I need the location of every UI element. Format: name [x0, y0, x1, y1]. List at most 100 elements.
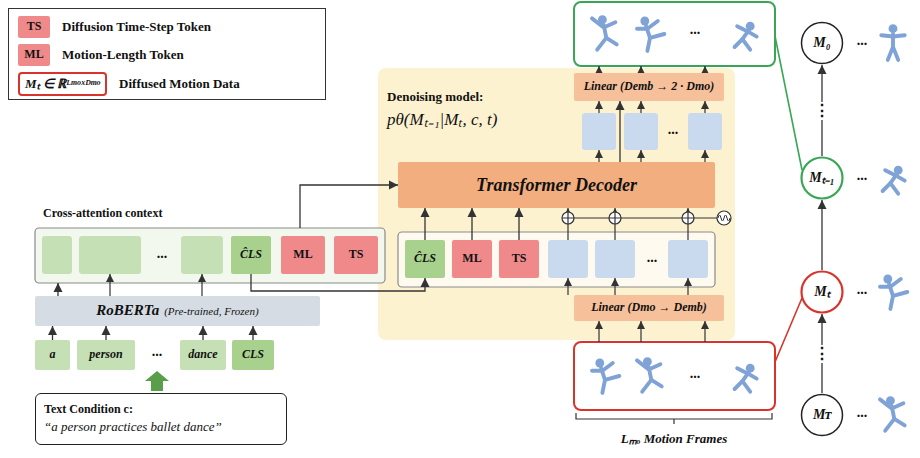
figure-limb	[647, 34, 664, 51]
legend-text: Diffusion Time-Step Token	[62, 20, 211, 35]
figure-limb	[592, 18, 615, 27]
region-background	[378, 68, 735, 340]
flow-arrow	[687, 278, 688, 295]
connector	[57, 283, 58, 296]
flow-arrow	[614, 278, 615, 295]
figure-limb	[602, 376, 619, 393]
ellipsis: ...	[157, 247, 168, 261]
word-token: person	[77, 340, 135, 370]
human-figure	[735, 364, 757, 392]
connector	[52, 326, 53, 340]
flow-arrow	[201, 274, 202, 296]
connector	[252, 326, 253, 340]
flow-arrow	[640, 321, 641, 342]
connector	[251, 274, 425, 291]
figure-head	[883, 275, 892, 284]
flow-arrow	[704, 101, 705, 113]
motion-state-circle: M₀	[800, 21, 844, 65]
ellipsis: ...	[857, 406, 868, 420]
node-subtitle: “a person practices ballet dance”	[44, 420, 222, 435]
human-figure	[883, 166, 905, 194]
node-title: a	[50, 348, 56, 362]
positional-encoding-line	[568, 217, 717, 218]
edge-label: ⋮	[811, 102, 833, 120]
figure-limb	[592, 363, 613, 371]
text-embedding-token	[79, 236, 141, 274]
embedding-token	[688, 113, 722, 150]
node-subtitle: (Pre-trained, Frozen)	[164, 305, 259, 318]
cls-token: ĈLS	[405, 240, 445, 278]
embedding-token	[668, 240, 708, 278]
figure-limb	[885, 419, 905, 431]
circle-shape	[802, 395, 843, 436]
ellipsis: ...	[668, 123, 679, 137]
add-symbol	[609, 212, 621, 224]
human-figure	[881, 24, 904, 60]
legend-row: Mₜ ∈ ℝᴸᵐᵒˣᴰᵐᵒDiffused Motion Data	[18, 72, 240, 96]
node-title: Cross-attention context	[43, 207, 162, 221]
figure-limb	[737, 26, 757, 36]
roberta-encoder: RoBERTa (Pre-trained, Frozen)	[35, 296, 320, 326]
text-condition: Text Condition c: “a person practices bal…	[35, 393, 287, 445]
node-title: Transformer Decoder	[476, 175, 637, 196]
figure-limb	[735, 381, 751, 391]
ellipsis: ...	[857, 169, 868, 183]
node-title: ML	[293, 248, 312, 262]
flow-arrow	[598, 321, 599, 342]
figure-head	[595, 359, 604, 368]
legend-swatch: Mₜ ∈ ℝᴸᵐᵒˣᴰᵐᵒ	[18, 72, 107, 96]
group-frame	[35, 228, 385, 283]
flow-arrow	[598, 66, 599, 73]
legend-row: MLMotion-Length Token	[18, 44, 184, 66]
text-embedding-token	[42, 236, 72, 274]
denoiser-region: Denoising model:pθ(Mₜ₋₁|Mₜ, c, t)Linear …	[378, 68, 735, 340]
node-title: Mₜ₋₁	[809, 170, 834, 186]
legend-box: TS Diffusion Time-Step TokenMLMotion-Leng…	[8, 8, 326, 100]
legend-text: Motion-Length Token	[62, 48, 184, 63]
sinusoid-wave	[718, 215, 730, 221]
motion-length-token: ML	[452, 240, 492, 278]
flow-arrow	[598, 101, 599, 113]
input-motion-box	[574, 342, 775, 410]
add-symbol-cross	[562, 212, 574, 224]
figure-limb	[890, 292, 907, 309]
legend-swatch: TS	[18, 16, 50, 38]
node-title: Text Condition c:	[44, 403, 133, 417]
flow-arrow	[640, 66, 641, 73]
figure-limb	[642, 380, 662, 392]
ellipsis: ...	[690, 23, 701, 37]
circle-shape	[802, 23, 843, 64]
flow-arrow	[640, 101, 641, 113]
ellipsis: ...	[857, 283, 868, 297]
figure-limb	[883, 183, 899, 193]
human-figure	[735, 22, 757, 50]
connector	[105, 326, 106, 340]
figure-limb	[888, 47, 898, 60]
node-subtitle: pθ(Mₜ₋₁|Mₜ, c, t)	[387, 110, 497, 130]
figure-head	[889, 24, 898, 33]
embedding-token	[624, 113, 658, 150]
flow-arrow	[704, 66, 705, 73]
cls-token: ĈLS	[231, 236, 271, 274]
leader-line	[775, 298, 802, 362]
linear-layer: Linear (Dmo → Demb)	[574, 295, 724, 321]
embedding-token	[582, 113, 616, 150]
node-title: RoBERTa	[96, 302, 159, 319]
human-figure	[637, 357, 662, 391]
circle-shape	[802, 158, 843, 199]
motion-state-circle: Mₜ₋₁	[800, 156, 844, 200]
ellipsis: ...	[647, 251, 658, 265]
node-title: M₀	[813, 35, 830, 51]
frame-bracket	[576, 413, 772, 424]
connector	[619, 101, 620, 162]
flow-arrow	[640, 150, 641, 162]
embedding-token	[595, 240, 635, 278]
cls-word-token: CLS	[232, 340, 274, 370]
flow-arrow	[704, 321, 705, 342]
node-title: dance	[188, 348, 217, 362]
time-step-token: TS	[334, 236, 378, 274]
connector	[424, 208, 425, 240]
node-title: TS	[349, 248, 364, 262]
node-title: TS	[512, 252, 527, 266]
connector	[821, 200, 822, 270]
